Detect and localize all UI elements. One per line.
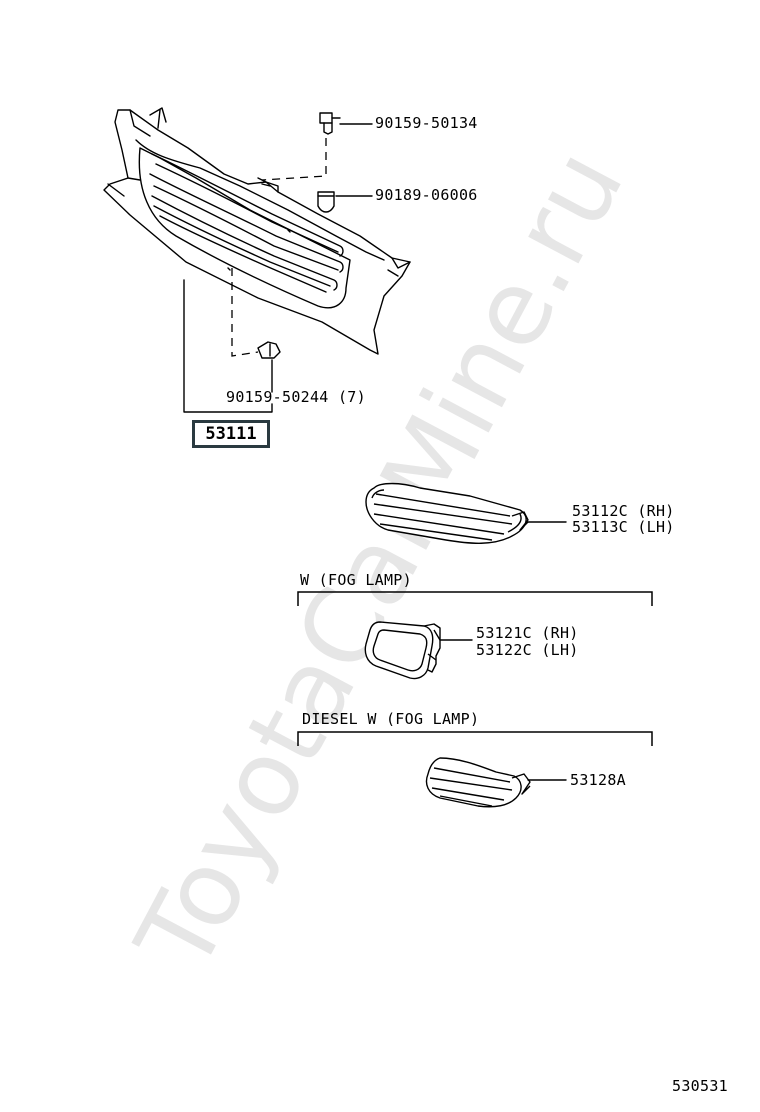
- part-number-diesel-grille: 53128A: [570, 771, 626, 789]
- fog-lamp-cover-icon: [364, 621, 441, 680]
- diagram-number: 530531: [672, 1077, 728, 1095]
- part-number-nut-top: 90189-06006: [375, 186, 478, 204]
- condition-diesel-fog-lamp: DIESEL W (FOG LAMP): [302, 710, 480, 728]
- part-number-bolt-bottom: 90159-50244 (7): [226, 388, 366, 406]
- bolt-bottom-icon: [257, 341, 281, 359]
- part-number-fog-cover-rh: 53121C (RH): [476, 624, 579, 642]
- condition-fog-lamp: W (FOG LAMP): [300, 571, 412, 589]
- bracket-diesel-fog-lamp: [297, 731, 653, 746]
- diesel-grille-icon: [425, 757, 531, 808]
- bolt-top-icon: [319, 112, 341, 135]
- leader-53111: [183, 279, 273, 413]
- radiator-grille: [103, 107, 411, 355]
- side-grille-icon: [365, 482, 529, 544]
- part-number-fog-cover-lh: 53122C (LH): [476, 641, 579, 659]
- part-number-bolt-top: 90159-50134: [375, 114, 478, 132]
- bracket-fog-lamp: [297, 591, 653, 606]
- part-number-grille-lh: 53113C (LH): [572, 518, 675, 536]
- main-part-number: 53111: [192, 420, 270, 448]
- part-number-grille-rh: 53112C (RH): [572, 502, 675, 520]
- nut-icon: [317, 191, 335, 213]
